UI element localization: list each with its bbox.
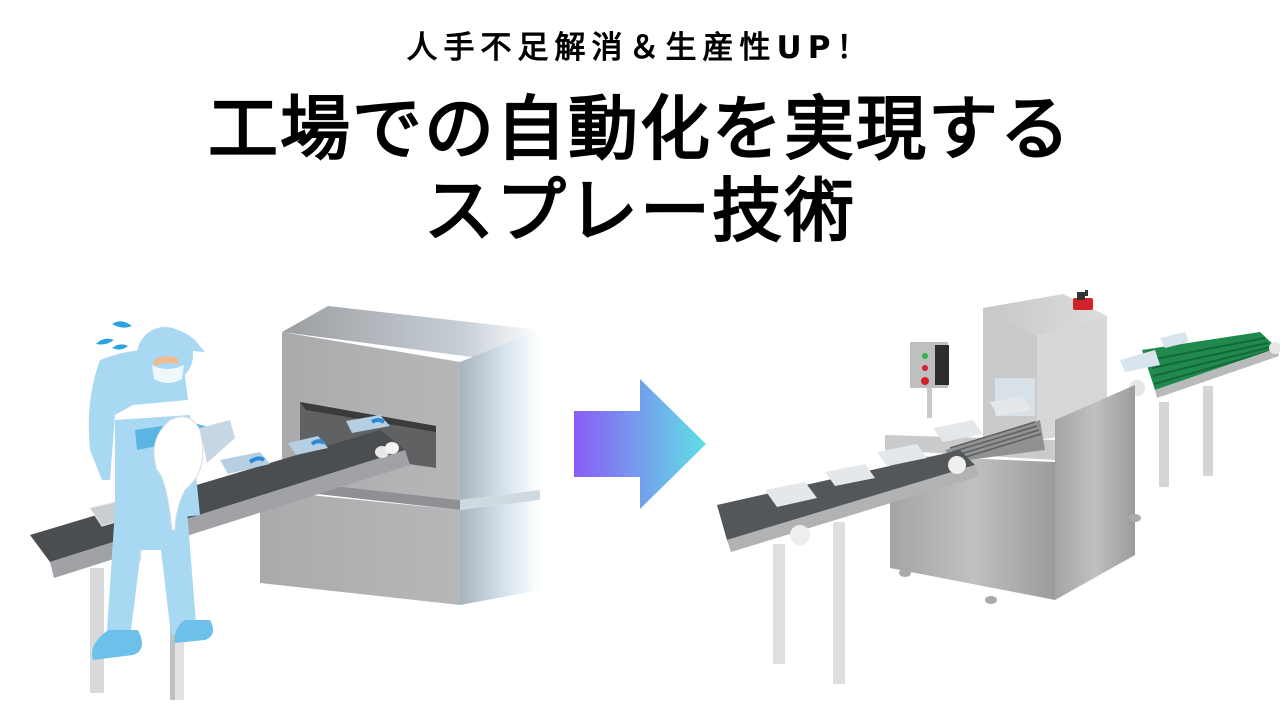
title-line-1: 工場での自動化を実現する <box>208 88 1072 170</box>
spray-tunnel-machine <box>885 294 1141 604</box>
manual-work-illustration <box>30 306 540 700</box>
sweat-drops-icon <box>96 321 132 350</box>
page-title: 工場での自動化を実現する スプレー技術 <box>0 88 1280 252</box>
arrow-right-icon <box>574 379 706 509</box>
infeed-conveyor <box>717 396 1031 684</box>
automated-machine-illustration <box>717 290 1280 684</box>
emergency-switch-icon <box>1073 290 1093 310</box>
outfeed-green-conveyor <box>1120 332 1280 487</box>
control-panel <box>910 342 949 418</box>
title-line-2: スプレー技術 <box>424 170 856 252</box>
worker-figure <box>88 327 235 660</box>
subtitle: 人手不足解消＆生産性UP！ <box>406 30 874 66</box>
